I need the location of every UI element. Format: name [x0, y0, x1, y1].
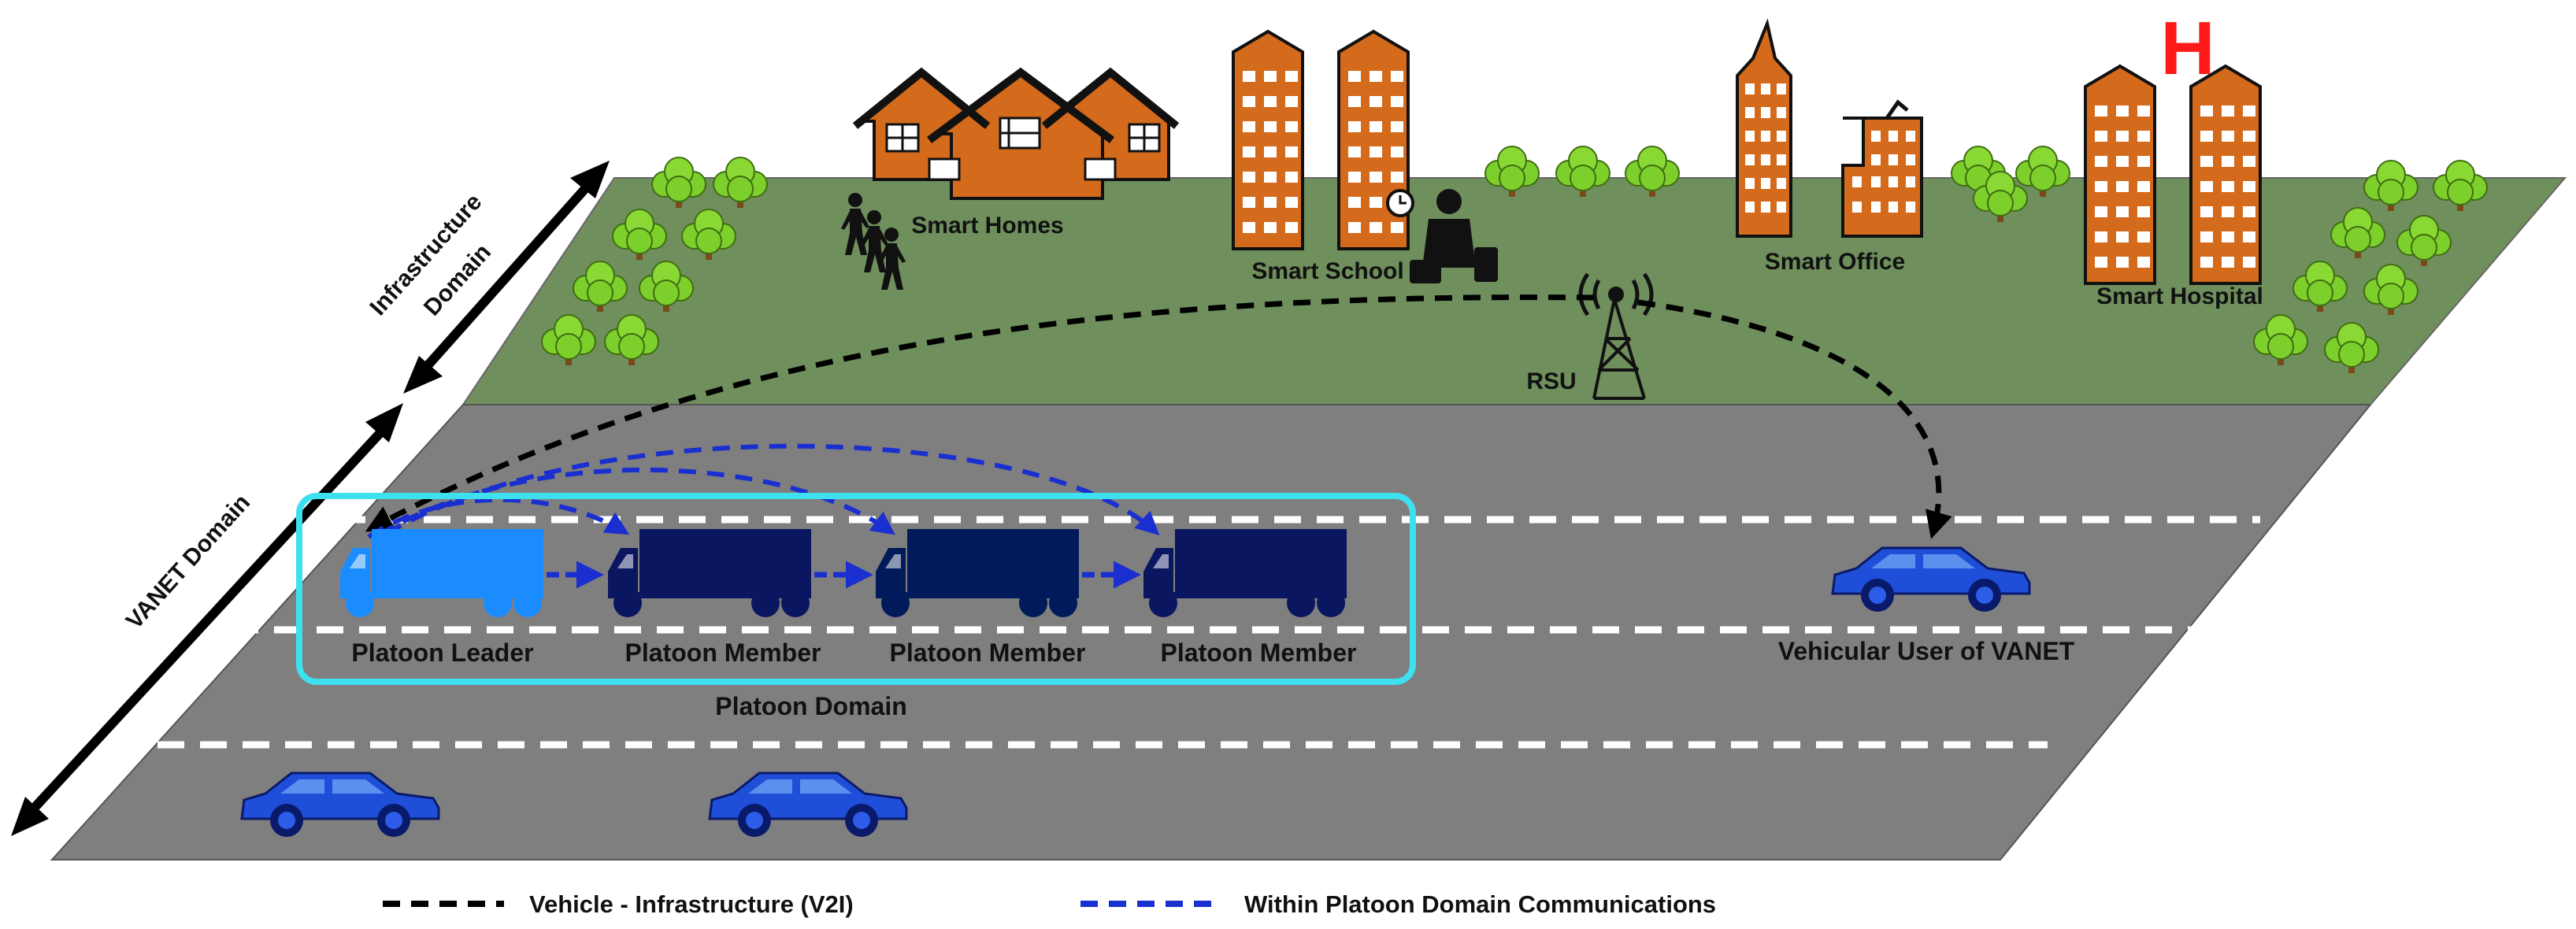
v2i-links	[365, 294, 1952, 539]
platoon-member-label: Platoon Member	[625, 638, 821, 667]
smart-hospital-label: Smart Hospital	[2096, 283, 2263, 309]
platoon-domain-label: Platoon Domain	[715, 692, 907, 720]
infrastructure-domain-arrow	[403, 161, 610, 394]
smart-office-label: Smart Office	[1765, 249, 1905, 275]
teacher-student-icon	[1410, 189, 1498, 283]
smart-office	[1736, 18, 1923, 238]
legend-v2i-label: Vehicle - Infrastructure (V2I)	[529, 890, 854, 918]
vanet-user-label: Vehicular User of VANET	[1778, 637, 2075, 665]
legend: Vehicle - Infrastructure (V2I) Within Pl…	[383, 890, 1716, 918]
smart-school	[1232, 30, 1414, 250]
vanet-domain-label: VANET Domain	[121, 490, 255, 635]
smart-homes	[852, 67, 1180, 200]
smart-school-label: Smart School	[1251, 258, 1403, 284]
platoon-member-label: Platoon Member	[890, 638, 1086, 667]
platoon-links	[367, 443, 1160, 539]
platoon-domain-box	[296, 493, 1416, 685]
smart-homes-label: Smart Homes	[911, 213, 1063, 239]
rsu-label: RSU	[1526, 368, 1576, 394]
smart-hospital	[2084, 65, 2262, 285]
hospital-sign: H	[2160, 6, 2215, 91]
legend-platoon-label: Within Platoon Domain Communications	[1244, 890, 1716, 918]
platoon-leader-label: Platoon Leader	[351, 638, 533, 667]
rsu-tower-icon	[1578, 272, 1654, 400]
vanet-domain-arrow	[11, 403, 403, 836]
platoon-member-label: Platoon Member	[1161, 638, 1357, 667]
